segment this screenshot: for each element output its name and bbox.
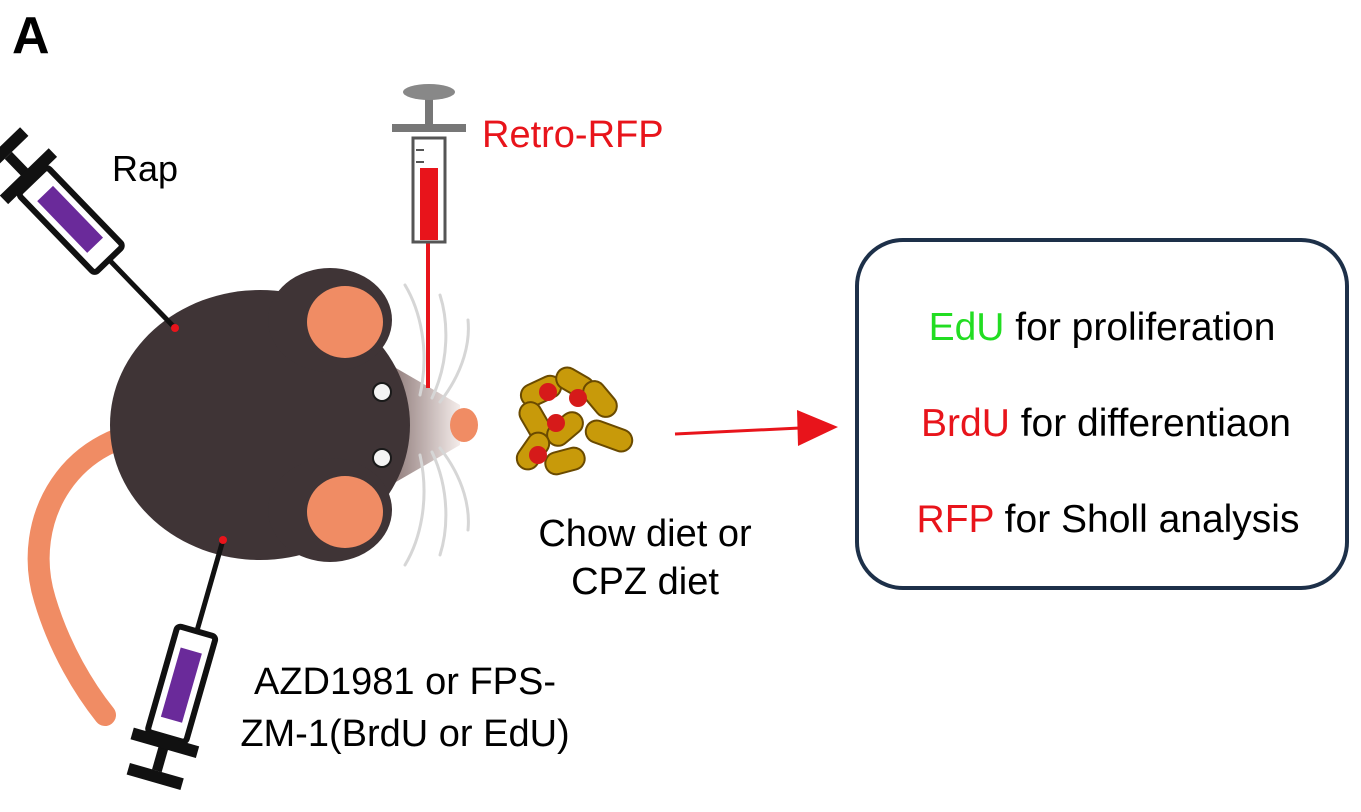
syringe-icon xyxy=(126,539,226,790)
drug-label: AZD1981 or FPS- ZM-1(BrdU or EdU) xyxy=(205,656,605,760)
drug-label-line2: ZM-1(BrdU or EdU) xyxy=(240,713,570,755)
syringe-icon xyxy=(392,84,466,388)
marker-edu: EdU xyxy=(928,306,1005,349)
readout-text-brdu: for differentiaon xyxy=(1009,402,1291,445)
readout-item-brdu: BrdU for differentiaon xyxy=(863,402,1349,446)
injection-point xyxy=(171,324,179,332)
panel-label: A xyxy=(12,7,50,65)
mouse-nose xyxy=(450,408,478,442)
mouse-eye-top xyxy=(372,382,392,402)
rap-label: Rap xyxy=(112,148,179,189)
mouse-ear-bottom xyxy=(268,458,392,562)
readout-item-edu: EdU for proliferation xyxy=(859,306,1345,350)
readout-item-rfp: RFP for Sholl analysis xyxy=(865,498,1351,542)
diet-label-line1: Chow diet or xyxy=(538,513,752,555)
mouse-eye-bottom xyxy=(372,448,392,468)
diet-label: Chow diet or CPZ diet xyxy=(505,510,785,606)
marker-rfp: RFP xyxy=(916,498,994,541)
diet-label-line2: CPZ diet xyxy=(571,561,719,603)
mouse-tail xyxy=(27,419,181,726)
arrow-icon xyxy=(674,410,838,446)
mouse-icon xyxy=(110,268,478,567)
syringe-icon xyxy=(0,127,177,330)
readout-text-rfp: for Sholl analysis xyxy=(993,498,1300,541)
marker-brdu: BrdU xyxy=(921,402,1010,445)
readout-box: EdU for proliferation BrdU for different… xyxy=(855,238,1349,590)
injection-point xyxy=(219,536,227,544)
mouse-ear-top xyxy=(268,268,392,372)
drug-label-line1: AZD1981 or FPS- xyxy=(254,661,556,703)
mouse-whiskers xyxy=(403,283,470,567)
food-pellet-icon xyxy=(515,366,634,476)
retro-rfp-label: Retro-RFP xyxy=(482,114,664,156)
readout-text-edu: for proliferation xyxy=(1004,306,1276,349)
